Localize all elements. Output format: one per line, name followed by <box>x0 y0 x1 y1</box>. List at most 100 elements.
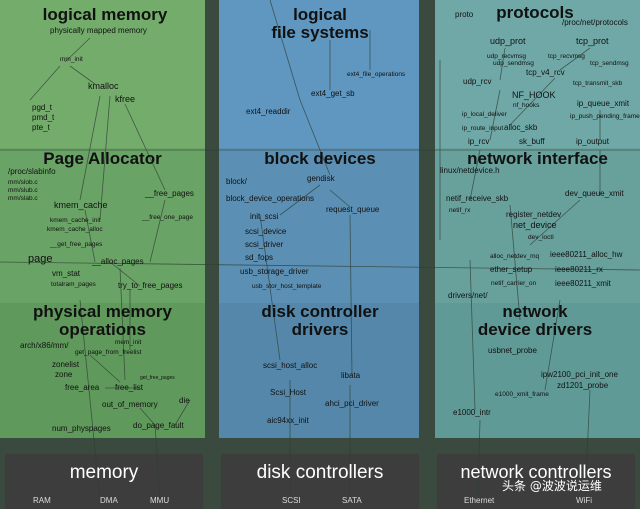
label-ipw2100-pci-init-one: ipw2100_pci_init_one <box>541 370 618 379</box>
label-linux-netdevice-h: linux/netdevice.h <box>440 166 500 175</box>
heading-protocols: protocols <box>496 3 574 22</box>
label-udp-recvmsg: udp_recvmsg <box>487 53 527 60</box>
label-kmem-cache-alloc: kmem_cache_alloc <box>47 226 103 233</box>
label-ext4-get-sb: ext4_get_sb <box>311 89 355 98</box>
label-usb-storage-driver: usb_storage_driver <box>240 267 309 276</box>
label-alloc-pages: __alloc_pages <box>92 257 144 266</box>
label-kmalloc: kmalloc <box>88 81 119 91</box>
label-scsi-driver: scsi_driver <box>245 240 284 249</box>
label-scsi-device: scsi_device <box>245 227 287 236</box>
label-ip-route-input: ip_route_input <box>462 125 504 132</box>
heading-network-drivers-text: network device drivers <box>477 302 593 339</box>
label-mm-init: mm_init <box>60 56 83 63</box>
label-free-list: free_list <box>115 383 144 392</box>
label-sk-buff: sk_buff <box>519 137 545 146</box>
label-zone: zone <box>55 370 73 379</box>
label-mm-slab: mm/slab.c <box>8 195 38 202</box>
heading-network-interface: network interface <box>467 149 608 168</box>
heading-physical-memory: physical memory operations <box>20 303 185 339</box>
label-tcp-transmit-skb: tcp_transmit_skb <box>573 80 623 87</box>
hw-memory-label: memory <box>69 462 139 483</box>
label-kfree: kfree <box>115 94 136 104</box>
label-free-area: free_area <box>65 383 100 392</box>
label-out-of-memory: out_of_memory <box>102 400 158 409</box>
heading-network-drivers: network device drivers <box>460 303 610 339</box>
label-init-scsi: init_scsi <box>250 212 279 221</box>
label-dev-queue-xmit: dev_queue_xmit <box>565 189 624 198</box>
label-get-free-pages: __get_free_pages <box>50 241 103 248</box>
label-mm-slob: mm/slob.c <box>8 179 38 186</box>
label-ip-queue-xmit: ip_queue_xmit <box>577 99 630 108</box>
label-vm-stat: vm_stat <box>52 269 81 278</box>
label-kmem-cache: kmem_cache <box>54 200 108 210</box>
label-die: die <box>179 396 190 405</box>
label-netif-receive-skb: netif_receive_skb <box>446 194 509 203</box>
label-ip-push-pending-frames: ip_push_pending_frames <box>570 113 640 120</box>
label-zonelist: zonelist <box>52 360 80 369</box>
label-pgd-t: pgd_t <box>32 103 53 112</box>
label-udp-sendmsg: udp_sendmsg <box>493 60 534 67</box>
label-free-pages: __free_pages <box>145 189 194 198</box>
hw-mmu-label: MMU <box>150 496 170 505</box>
label-arch-x86-mm: arch/x86/mm/ <box>20 341 69 350</box>
hw-scsi-label: SCSI <box>282 496 301 505</box>
label-net-device: net_device <box>513 220 557 230</box>
label-block-device-operations: block_device_operations <box>226 194 315 203</box>
label-alloc-skb: alloc_skb <box>504 123 538 132</box>
label-gendisk: gendisk <box>307 174 335 183</box>
heading-logical-memory: logical memory <box>42 5 168 24</box>
label-sd-fops: sd_fops <box>245 253 274 262</box>
label-scsi-host: Scsi_Host <box>270 388 307 397</box>
label-tcp-prot: tcp_prot <box>576 36 609 46</box>
label-totalram-pages: totalram_pages <box>51 281 96 288</box>
label-register-netdev: register_netdev <box>506 210 562 219</box>
label-pte-t: pte_t <box>32 123 50 132</box>
label-tcp-v4-rcv: tcp_v4_rcv <box>526 68 565 77</box>
label-ieee80211-alloc-hw: ieee80211_alloc_hw <box>550 250 623 259</box>
cell-network-drivers <box>435 303 640 438</box>
label-drivers-net: drivers/net/ <box>448 291 488 300</box>
label-ext4-readdir: ext4_readdir <box>246 107 291 116</box>
label-usbnet-probe: usbnet_probe <box>488 346 537 355</box>
label-mm-slub: mm/slub.c <box>8 187 38 194</box>
label-ahci-pci-driver: ahci_pci_driver <box>325 399 379 408</box>
label-scsi-host-alloc: scsi_host_alloc <box>263 361 318 370</box>
label-netif-carrier-on: netif_carrier_on <box>491 280 537 287</box>
heading-logical-fs: logical file systems <box>255 6 385 42</box>
label-get-page-from-freelist: get_page_from_freelist <box>75 349 142 356</box>
heading-page-allocator: Page Allocator <box>43 149 162 168</box>
label-free-one-page: __free_one_page <box>142 214 193 221</box>
label-e1000-intr: e1000_intr <box>453 408 491 417</box>
label-alloc-netdev-mq: alloc_netdev_mq <box>490 253 540 260</box>
label-udp-rcv: udp_rcv <box>463 77 492 86</box>
label-request-queue: request_queue <box>326 205 380 214</box>
hw-wifi-label: WiFi <box>576 496 592 505</box>
hw-sata-label: SATA <box>342 496 362 505</box>
hw-disk-label: disk controllers <box>256 462 384 483</box>
hw-network-label: network controllers <box>460 462 612 482</box>
label-ieee80211-xmit: ieee80211_xmit <box>555 279 611 288</box>
label-nf-hooks: nf_hooks <box>513 102 540 109</box>
cell-disk-drivers <box>219 303 419 438</box>
heading-disk-drivers-text: disk controller drivers <box>261 302 379 339</box>
label-ip-rcv: ip_rcv <box>468 137 490 146</box>
hw-dma-label: DMA <box>100 496 118 505</box>
heading-block-devices: block devices <box>264 149 376 168</box>
cell-block-devices <box>219 148 419 303</box>
label-dev-ioctl: dev_ioctl <box>528 234 554 241</box>
label-zd1201-probe: zd1201_probe <box>557 381 609 390</box>
heading-physical-memory-text: physical memory operations <box>33 302 172 339</box>
hw-network-box <box>437 454 635 509</box>
label-do-page-fault: do_page_fault <box>133 421 184 430</box>
label-ip-output: ip_output <box>576 137 609 146</box>
label-aic94xx-init: aic94xx_init <box>267 416 309 425</box>
label-ext4-file-operations: ext4_file_operations <box>347 71 406 78</box>
label-try-to-free-pages: try_to_free_pages <box>118 281 183 290</box>
label-ether-setup: ether_setup <box>490 265 533 274</box>
hw-ethernet-label: Ethernet <box>464 496 495 505</box>
label-mem-init: mem_init <box>115 339 142 346</box>
watermark: 头条 @波波说运维 <box>502 479 602 493</box>
label-nf-hook: NF_HOOK <box>512 90 556 100</box>
hw-memory-box <box>5 454 203 509</box>
label-libata: libata <box>341 371 361 380</box>
